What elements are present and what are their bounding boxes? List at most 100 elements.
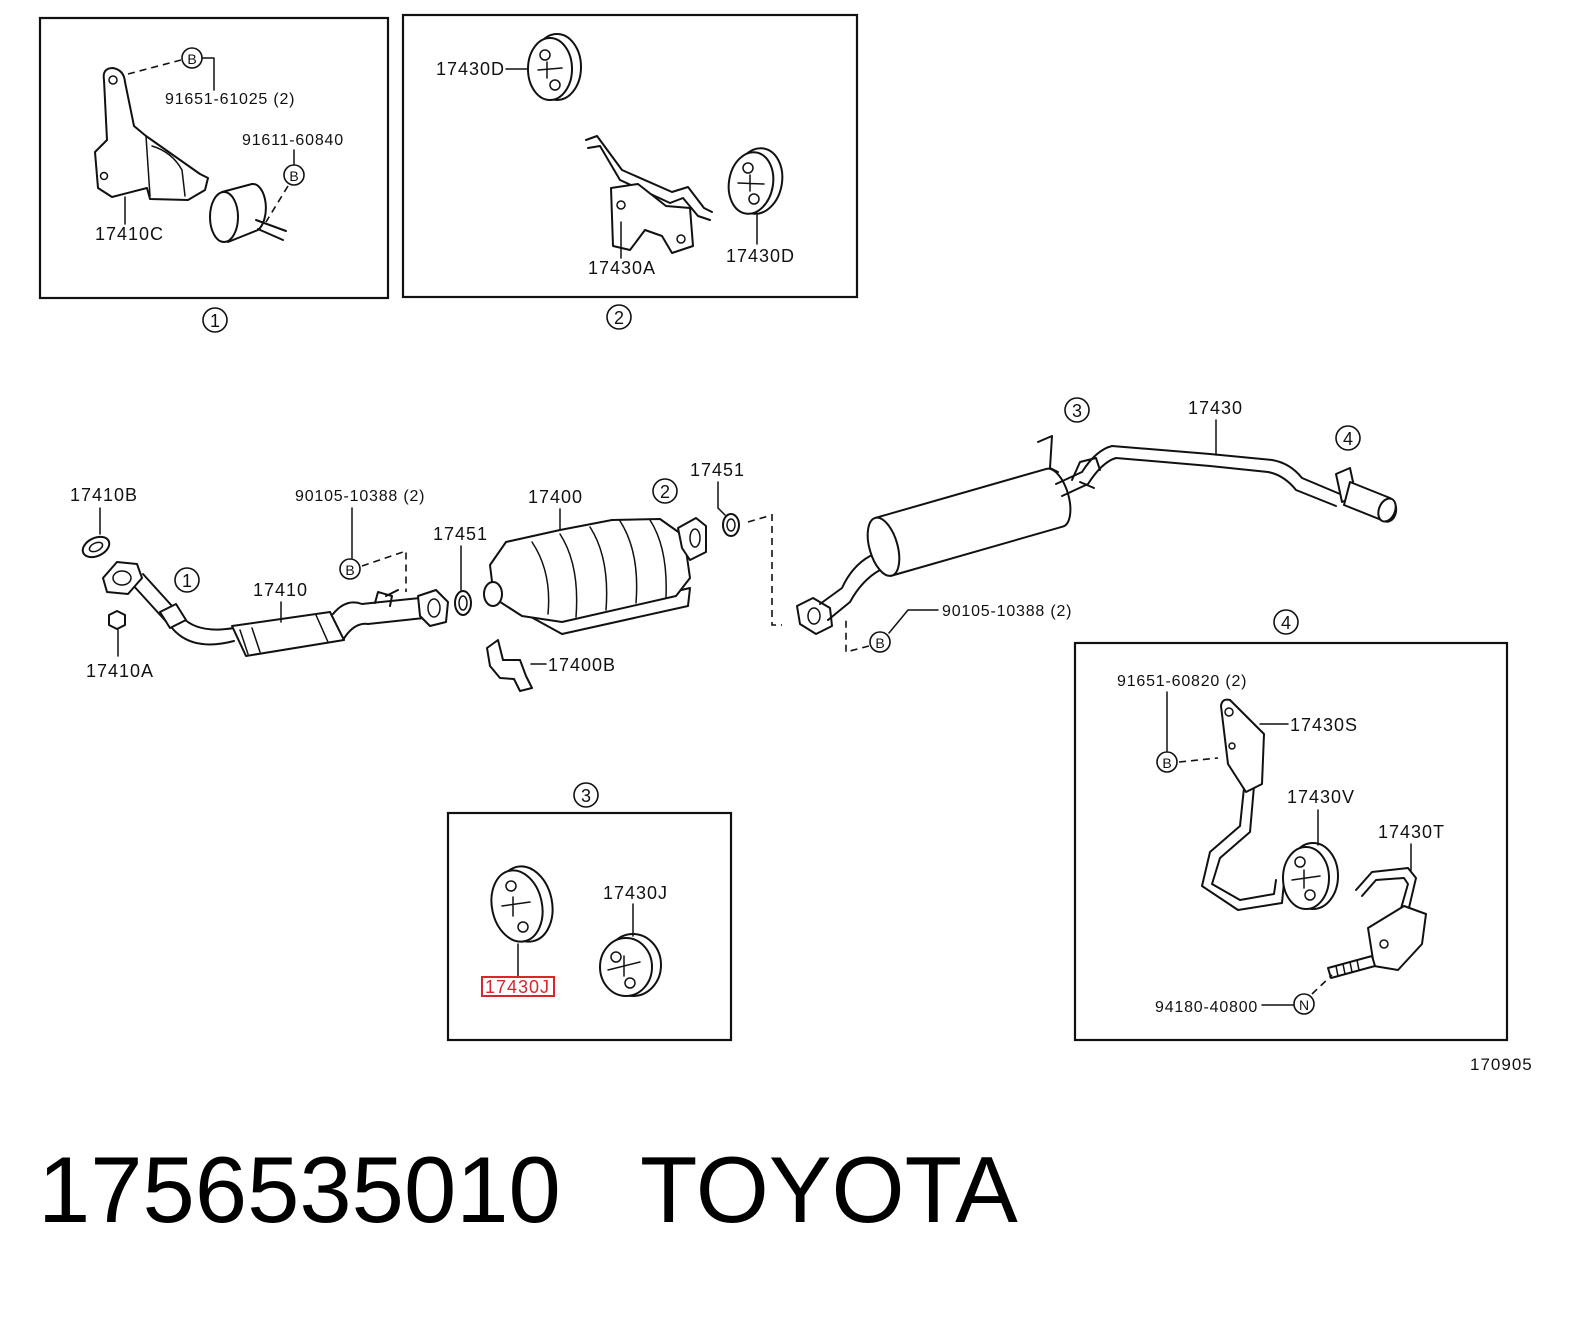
index-circle	[1064, 397, 1090, 423]
rubber-mount-drawing	[209, 182, 287, 243]
bolt-top-dashed-line	[127, 59, 182, 75]
panel-3-index: 3	[573, 782, 599, 808]
bolt-ref-circle: B	[1156, 751, 1178, 773]
bracket-rod	[1361, 877, 1409, 913]
rubber-hanger-right-drawing	[727, 147, 784, 215]
index-number: 1	[210, 311, 220, 331]
label-bolt-rear-part: 90105-10388 (2)	[942, 603, 1072, 620]
converter-ribs	[531, 519, 667, 618]
label-hanger-left-part-highlighted: 17430J	[485, 977, 550, 997]
index-number: 1	[182, 571, 192, 591]
gasket-rear-drawing	[722, 513, 740, 537]
bolt-ref-side-circle: B	[283, 164, 305, 186]
ref-circle	[1293, 993, 1315, 1015]
hanger-plate	[610, 183, 694, 254]
index-number: 4	[1343, 429, 1353, 449]
label-hanger-bracket-part: 17430A	[588, 258, 656, 278]
label-bracket-part: 17430S	[1290, 715, 1358, 735]
hanger-slot	[737, 174, 765, 192]
ref-circle	[283, 164, 305, 186]
ref-letter: B	[875, 635, 884, 651]
pipe-wall	[332, 597, 421, 615]
hanger-hole	[539, 49, 551, 61]
index-number: 3	[581, 786, 591, 806]
panel-2-frame	[401, 13, 859, 299]
pipe-hanger	[374, 589, 399, 607]
nut-drawing	[108, 610, 126, 630]
label-hanger-top-part: 17430D	[436, 59, 505, 79]
ref-letter: B	[289, 168, 298, 184]
label-hanger-part: 17430V	[1287, 787, 1355, 807]
rubber-hanger-left-drawing	[490, 865, 554, 943]
gasket-ring	[454, 590, 472, 616]
index-number: 2	[614, 308, 624, 328]
bolt-ref-rear-circle: B	[869, 631, 891, 653]
panel-1-index: 1	[202, 307, 228, 333]
panel-3-frame	[446, 811, 733, 1042]
ref-circle	[1156, 751, 1178, 773]
hanger-bracket-17430a-drawing	[585, 135, 713, 254]
pipe-wall	[342, 617, 425, 641]
converter-outlet-flange	[677, 517, 707, 561]
tail-pipe-index: 3	[1064, 397, 1090, 423]
tail-tip-index: 4	[1335, 425, 1361, 451]
bracket-17430t-drawing	[1327, 867, 1427, 979]
pipe-wall	[1061, 457, 1337, 507]
converter-inlet	[483, 581, 503, 607]
hanger-hole	[742, 162, 754, 174]
footer-brand: TOYOTA	[640, 1137, 1018, 1242]
index-circle	[606, 304, 632, 330]
gasket-hole	[88, 541, 104, 553]
ref-letter: N	[1299, 997, 1309, 1013]
label-bolt-front-part: 90105-10388 (2)	[295, 488, 425, 505]
ref-letter: B	[187, 51, 196, 67]
label-front-pipe-part: 17410	[253, 580, 308, 600]
mount-rod	[255, 219, 287, 241]
index-number: 2	[660, 482, 670, 502]
gasket-hole	[458, 595, 468, 611]
ref-circle	[181, 47, 203, 69]
label-hanger-right-part: 17430J	[603, 883, 668, 903]
heat-shield-ribs	[239, 614, 329, 655]
bolt-side-dashed-line	[265, 185, 289, 223]
hanger-slot	[1291, 869, 1321, 889]
bracket-plate	[94, 67, 209, 201]
gasket-mid-drawing	[454, 590, 472, 616]
hanger-slot	[501, 896, 531, 917]
hanger-front	[599, 937, 653, 997]
index-number: 3	[1072, 401, 1082, 421]
pipe-wall	[1055, 445, 1341, 495]
bolt-ref-front-circle: B	[339, 558, 361, 580]
converter-index: 2	[652, 478, 678, 504]
pipe-outlet-flange	[417, 589, 449, 627]
leader-bolt-top	[201, 57, 215, 91]
index-circle	[1273, 609, 1299, 635]
gasket-ring	[722, 513, 740, 537]
bracket-hole	[99, 171, 109, 181]
pipe-inlet-flange	[102, 561, 143, 595]
index-circle	[174, 567, 200, 593]
label-bolt-part: 91651-60820 (2)	[1117, 673, 1247, 690]
ref-circle	[869, 631, 891, 653]
label-nut-part: 17410A	[86, 661, 154, 681]
panel-1: B 91651-61025 (2) 91611-60840 B 17410C	[38, 16, 390, 300]
label-bracket-lower-part: 17430T	[1378, 822, 1445, 842]
plate-hole	[676, 234, 686, 244]
panel-3: 17430J 17430J	[446, 811, 733, 1042]
nut-ref-circle: N	[1293, 993, 1315, 1015]
hanger-hole	[549, 79, 561, 91]
muffler-end-cap	[866, 516, 901, 577]
bracket-17410c-drawing	[94, 67, 209, 201]
panel-1-frame	[38, 16, 390, 300]
gasket-hole	[726, 518, 736, 532]
flange-hole	[427, 598, 441, 618]
hanger-hole	[1304, 889, 1316, 901]
bolt-ref-top-circle: B	[181, 47, 203, 69]
muffler	[866, 467, 1072, 577]
bracket-fold-lines	[145, 135, 186, 197]
gasket-front-drawing	[81, 535, 111, 559]
panel-2-index: 2	[606, 304, 632, 330]
panel-4-index: 4	[1273, 609, 1299, 635]
bolt-dashed-line	[1178, 757, 1219, 763]
